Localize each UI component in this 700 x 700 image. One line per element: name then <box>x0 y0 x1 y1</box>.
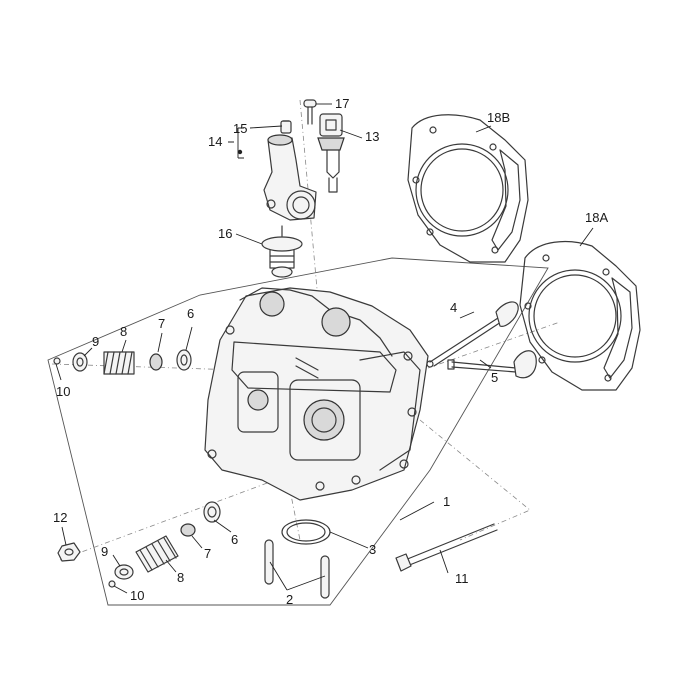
callout-7-upper: 7 <box>158 316 165 331</box>
callout-18a: 18A <box>585 210 608 225</box>
o-ring-3 <box>281 519 331 545</box>
callout-1: 1 <box>443 494 450 509</box>
thermostat-housing-14 <box>263 134 317 221</box>
cylinder-head-1 <box>204 287 429 501</box>
callout-16: 16 <box>218 226 232 241</box>
screw-17 <box>303 99 317 125</box>
callout-14: 14 <box>208 134 222 149</box>
exhaust-valve-5 <box>447 350 537 379</box>
callout-labels: 1 2 3 4 5 6 6 7 7 8 8 9 9 10 10 11 12 13… <box>53 96 608 607</box>
callout-8-upper: 8 <box>120 324 127 339</box>
callout-18b: 18B <box>487 110 510 125</box>
bleed-screw-15 <box>280 120 292 134</box>
callout-9-lower: 9 <box>101 544 108 559</box>
callout-7-lower: 7 <box>204 546 211 561</box>
callout-6-lower: 6 <box>231 532 238 547</box>
dowel-pins-2 <box>264 539 330 599</box>
group-outline-part-1 <box>47 257 549 606</box>
callout-17: 17 <box>335 96 349 111</box>
callout-8-lower: 8 <box>177 570 184 585</box>
callout-10-lower: 10 <box>130 588 144 603</box>
callout-leaders <box>55 103 594 594</box>
head-gasket-18b <box>407 114 529 263</box>
callout-2: 2 <box>286 592 293 607</box>
upper-valve-spring-stack <box>53 349 192 375</box>
callout-9-upper: 9 <box>92 334 99 349</box>
callout-12: 12 <box>53 510 67 525</box>
thermostat-16 <box>261 225 303 278</box>
callout-11: 11 <box>455 571 469 586</box>
callout-13: 13 <box>365 129 379 144</box>
intake-valve-4 <box>426 301 519 368</box>
callout-6-upper: 6 <box>187 306 194 321</box>
stud-bolt-11 <box>395 523 498 572</box>
callout-15: 15 <box>233 121 247 136</box>
callout-5: 5 <box>491 370 498 385</box>
nut-12 <box>57 542 81 562</box>
lower-valve-spring-stack <box>108 501 221 588</box>
temperature-sensor-13 <box>317 113 345 193</box>
head-gasket-18a <box>519 240 641 391</box>
callout-10-upper: 10 <box>56 384 70 399</box>
callout-4: 4 <box>450 300 457 315</box>
callout-3: 3 <box>369 542 376 557</box>
